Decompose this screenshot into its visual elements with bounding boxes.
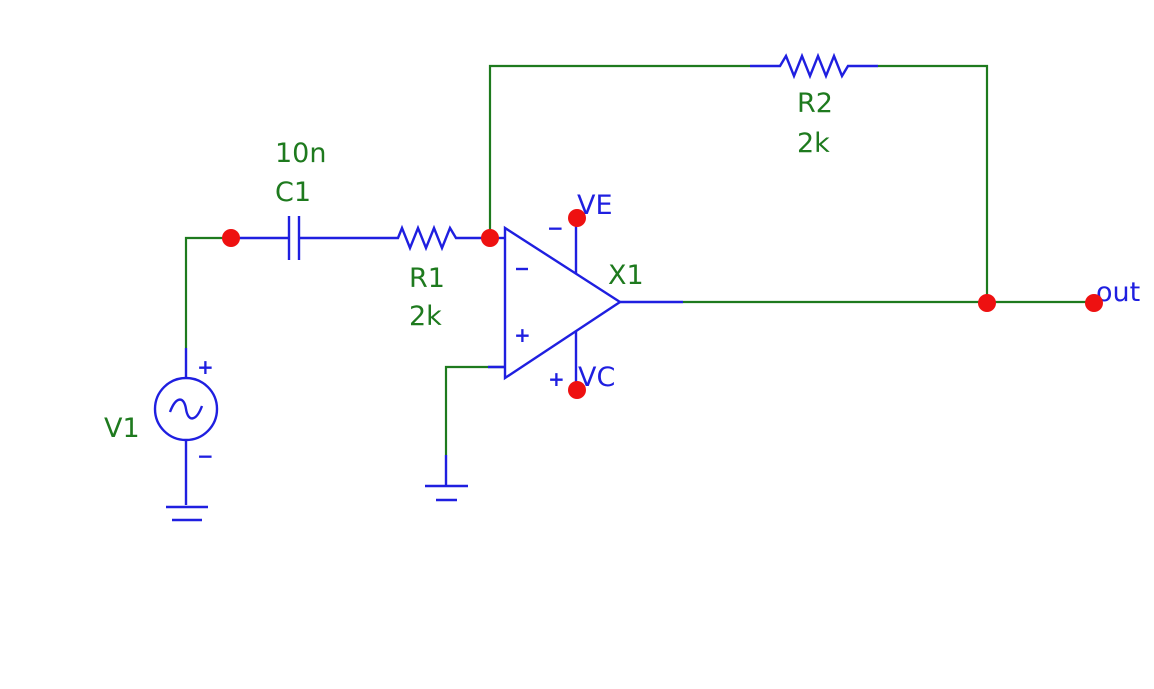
- node-vc[interactable]: [568, 381, 586, 399]
- r2-value: 2k: [797, 128, 830, 159]
- x1-vc-pin-sign: +: [548, 367, 565, 391]
- opamp-x1[interactable]: + − +: [488, 216, 683, 391]
- v1-plus-sign: +: [197, 355, 214, 379]
- wires: [184, 64, 1094, 455]
- v1-label: V1: [104, 413, 140, 444]
- wire-feedback-left[interactable]: [488, 64, 750, 238]
- node-out[interactable]: [1085, 294, 1103, 312]
- wire-feedback-right[interactable]: [878, 64, 989, 302]
- node-ve[interactable]: [568, 209, 586, 227]
- wire-v1-to-c1[interactable]: [184, 236, 231, 348]
- node-feedback-junction[interactable]: [978, 294, 996, 312]
- x1-label: X1: [608, 260, 644, 291]
- net-label-out: out: [1096, 277, 1140, 308]
- v1-minus-sign: −: [197, 444, 214, 468]
- ground-symbol: [425, 455, 468, 502]
- resistor-r1[interactable]: [392, 224, 490, 252]
- r1-label: R1: [409, 263, 445, 294]
- r1-value: 2k: [409, 301, 442, 332]
- nodes: [222, 209, 1103, 399]
- capacitor-c1[interactable]: [231, 216, 392, 260]
- r2-label: R2: [797, 88, 833, 119]
- c1-label: C1: [275, 177, 311, 208]
- c1-value: 10n: [275, 138, 326, 169]
- ac-wave-icon: [168, 398, 204, 420]
- wire-noninverting-to-ground[interactable]: [444, 365, 505, 455]
- resistor-r2[interactable]: [750, 52, 878, 80]
- x1-plus-input-sign: +: [514, 323, 531, 347]
- x1-ve-pin-sign: −: [547, 216, 564, 240]
- source-v1[interactable]: + −: [153, 348, 219, 522]
- node-c1-input[interactable]: [222, 229, 240, 247]
- node-inverting-input[interactable]: [481, 229, 499, 247]
